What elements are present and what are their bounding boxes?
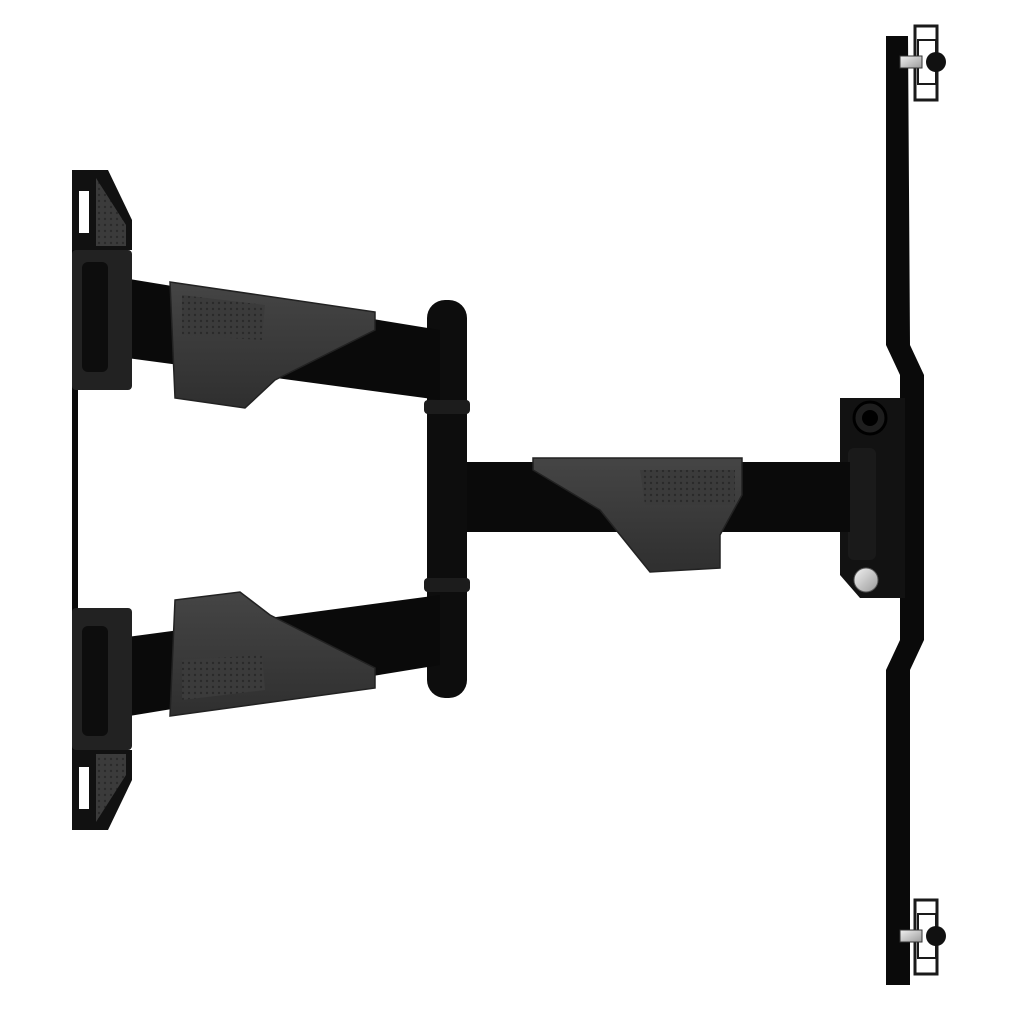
main-arm: [455, 457, 850, 573]
upper-arm: [105, 275, 440, 409]
lower-arm: [105, 591, 440, 720]
wall-pivot-bracket: [840, 398, 905, 598]
top-wall-clip: [899, 24, 946, 102]
tv-bracket: [72, 170, 132, 830]
bottom-wall-clip: [899, 898, 946, 976]
